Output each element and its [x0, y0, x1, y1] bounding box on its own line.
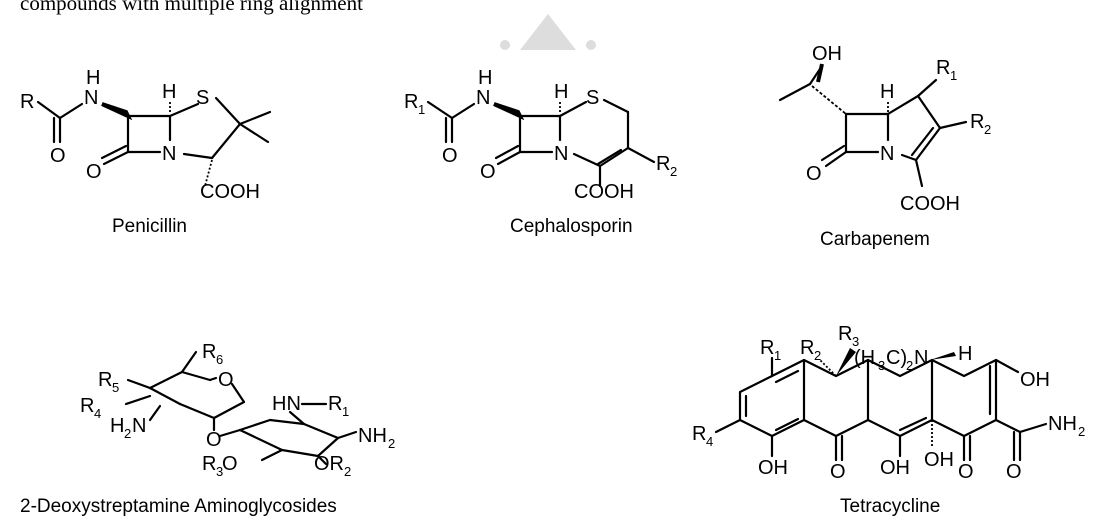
svg-text:2: 2 [1078, 424, 1085, 439]
tetracycline-label: Tetracycline [840, 496, 940, 517]
svg-text:2: 2 [906, 358, 913, 373]
carbapenem-label: Carbapenem [820, 229, 930, 250]
svg-text:O: O [442, 145, 458, 167]
svg-text:R: R [404, 91, 418, 113]
svg-text:H: H [110, 415, 124, 437]
svg-text:R: R [970, 111, 984, 133]
aminoglycoside-label: 2-Deoxystreptamine Aminoglycosides [20, 496, 337, 517]
svg-text:(H: (H [854, 347, 875, 369]
svg-text:OH: OH [880, 457, 910, 479]
svg-text:O: O [1006, 461, 1022, 483]
svg-text:N: N [162, 143, 176, 165]
svg-text:N: N [476, 87, 490, 109]
svg-text:R: R [800, 337, 814, 359]
svg-text:1: 1 [950, 68, 957, 83]
svg-text:S: S [196, 87, 209, 109]
svg-text:N: N [914, 347, 928, 369]
svg-text:O: O [218, 369, 234, 391]
svg-text:C): C) [886, 347, 907, 369]
svg-text:NH: NH [358, 425, 387, 447]
cephalosporin-structure: R 1 O N H N O H S R 2 COOH Cephalosporin [404, 67, 677, 237]
svg-text:O: O [50, 145, 66, 167]
svg-text:N: N [880, 143, 894, 165]
svg-text:R: R [692, 423, 706, 445]
svg-text:R: R [98, 369, 112, 391]
svg-text:H: H [958, 343, 972, 365]
svg-text:O: O [222, 453, 238, 475]
svg-text:N: N [132, 415, 146, 437]
svg-text:H: H [478, 67, 492, 89]
svg-text:1: 1 [342, 404, 349, 419]
svg-text:2: 2 [388, 436, 395, 451]
svg-text:S: S [586, 87, 599, 109]
svg-text:2: 2 [124, 426, 131, 441]
svg-text:R: R [20, 91, 34, 113]
svg-text:OH: OH [924, 449, 954, 471]
svg-text:O: O [206, 429, 222, 451]
svg-text:COOH: COOH [574, 181, 634, 203]
svg-text:R: R [656, 153, 670, 175]
svg-text:COOH: COOH [200, 181, 260, 203]
svg-text:4: 4 [706, 434, 713, 449]
carbapenem-structure: OH N O H R 1 R 2 COOH Carbapenem [778, 43, 991, 250]
svg-text:NH: NH [1048, 413, 1077, 435]
svg-text:3: 3 [852, 334, 859, 349]
svg-text:H: H [554, 81, 568, 103]
svg-text:O: O [86, 161, 102, 183]
svg-text:H: H [86, 67, 100, 89]
svg-text:R: R [202, 341, 216, 363]
cephalosporin-label: Cephalosporin [510, 216, 633, 237]
penicillin-label: Penicillin [112, 216, 187, 237]
svg-text:1: 1 [774, 348, 781, 363]
svg-text:R: R [202, 453, 216, 475]
svg-text:OR: OR [314, 453, 344, 475]
tetracycline-structure: R 1 R 2 R 3 (H 3 C) 2 N H OH O NH 2 O OH… [692, 323, 1085, 517]
svg-text:H: H [880, 81, 894, 103]
watermark-crown-icon [500, 14, 596, 50]
svg-text:2: 2 [344, 464, 351, 479]
svg-text:R: R [936, 57, 950, 79]
svg-text:COOH: COOH [900, 193, 960, 215]
svg-text:O: O [830, 461, 846, 483]
penicillin-structure: R O N H N O H S COOH Penicillin [20, 67, 272, 237]
svg-text:R: R [328, 393, 342, 415]
svg-text:OH: OH [758, 457, 788, 479]
svg-text:2: 2 [984, 122, 991, 137]
svg-text:N: N [554, 143, 568, 165]
svg-text:3: 3 [216, 464, 223, 479]
svg-text:6: 6 [216, 352, 223, 367]
svg-text:O: O [480, 161, 496, 183]
svg-text:O: O [806, 163, 822, 185]
svg-text:OH: OH [1020, 369, 1050, 391]
svg-text:H: H [162, 81, 176, 103]
svg-text:1: 1 [418, 102, 425, 117]
svg-text:O: O [958, 461, 974, 483]
svg-text:2: 2 [670, 164, 677, 179]
svg-text:5: 5 [112, 380, 119, 395]
svg-text:4: 4 [94, 406, 101, 421]
svg-text:2: 2 [814, 348, 821, 363]
svg-text:R: R [838, 323, 852, 345]
svg-text:3: 3 [878, 358, 885, 373]
svg-text:OH: OH [812, 43, 842, 65]
aminoglycoside-structure: O R 6 R 5 R 4 H 2 N O HN R 1 NH 2 [20, 341, 395, 517]
svg-text:R: R [760, 337, 774, 359]
svg-text:R: R [80, 395, 94, 417]
svg-text:N: N [84, 87, 98, 109]
header-text: compounds with multiple ring alignment [20, 0, 363, 15]
svg-text:HN: HN [272, 393, 301, 415]
